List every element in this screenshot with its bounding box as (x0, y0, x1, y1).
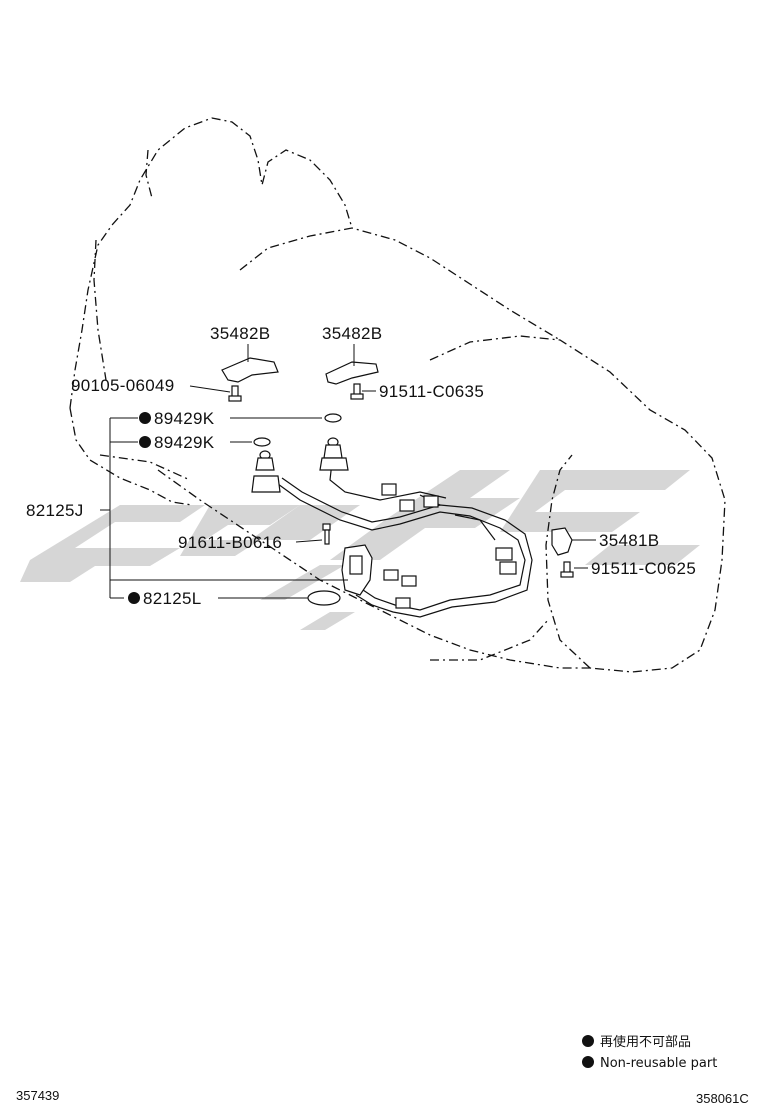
footer-right-code: 358061C (696, 1091, 749, 1106)
bolt-91511-c0625-icon (560, 561, 574, 578)
wire-harness (277, 461, 533, 618)
transmission-outline (69, 117, 726, 673)
o-ring-lower (253, 437, 271, 447)
footer-left-code: 357439 (16, 1088, 59, 1103)
label-35482b-left: 35482B (210, 324, 270, 343)
label-90105-06049: 90105-06049 (71, 376, 175, 395)
o-ring-82125L (307, 590, 341, 606)
non-reusable-dot-upper (139, 412, 151, 424)
bolt-91611-icon (322, 523, 331, 545)
clamp-35482b-right (325, 361, 379, 385)
legend-dot-en (582, 1056, 594, 1068)
label-82125j: 82125J (26, 501, 84, 520)
non-reusable-dot-82125l (128, 592, 140, 604)
label-35481b: 35481B (599, 531, 659, 550)
label-82125l: 82125L (143, 589, 202, 608)
legend-text-ja: 再使用不可部品 (600, 1034, 691, 1050)
non-reusable-dot-lower (139, 436, 151, 448)
clamp-35482b-left (221, 357, 279, 383)
label-91511-c0625: 91511-C0625 (591, 559, 696, 578)
legend-dot-ja (582, 1035, 594, 1047)
speed-sensor-upper (319, 437, 349, 471)
watermark-logo (20, 470, 700, 630)
label-35482b-right: 35482B (322, 324, 382, 343)
label-91511-c0635: 91511-C0635 (379, 382, 484, 401)
solenoid-connector (341, 544, 373, 596)
bolt-90105-icon (228, 385, 242, 402)
clamp-35481b (551, 527, 573, 556)
bolt-91511-c0635-icon (350, 383, 364, 400)
label-89429k-lower: 89429K (154, 433, 215, 452)
legend: 再使用不可部品 Non-reusable part (582, 1034, 717, 1071)
label-91611-b0616: 91611-B0616 (178, 533, 282, 552)
legend-text-en: Non-reusable part (600, 1056, 717, 1071)
leader-lines (100, 344, 596, 599)
o-ring-upper (324, 413, 342, 423)
speed-sensor-lower (251, 450, 281, 493)
label-89429k-upper: 89429K (154, 409, 215, 428)
